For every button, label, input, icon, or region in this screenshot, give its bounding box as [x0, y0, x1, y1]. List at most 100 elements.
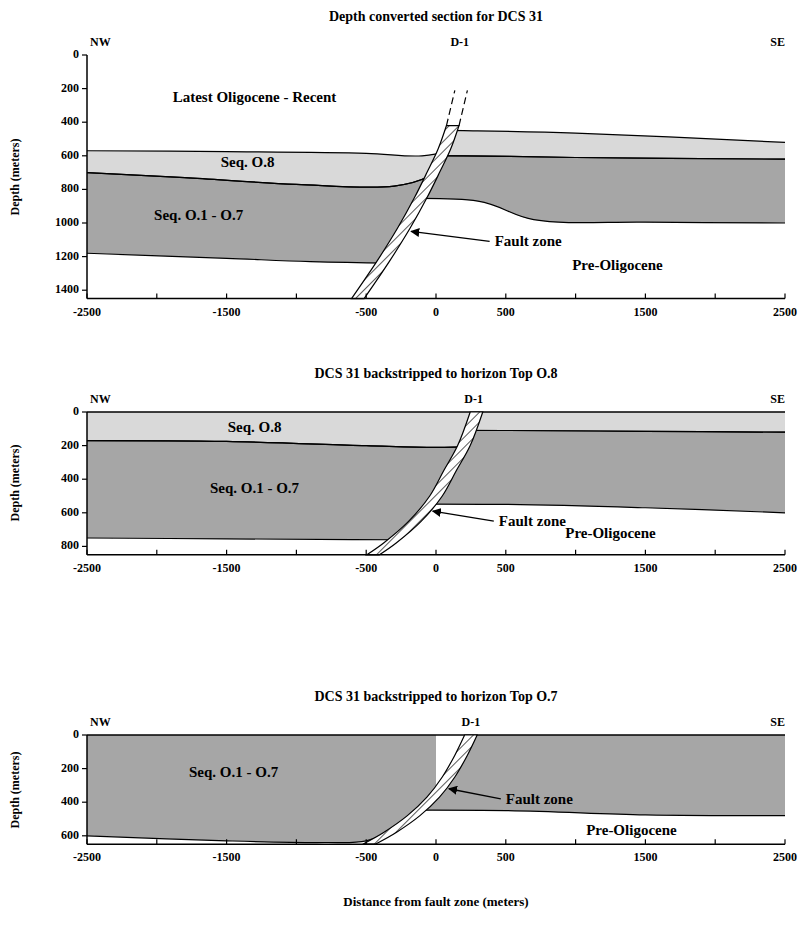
- sequence-fill: [87, 149, 464, 263]
- unit-label: Seq. O.1 - O.7: [189, 764, 278, 781]
- section-panel: [82, 735, 785, 844]
- callout-label: Fault zone: [499, 513, 566, 530]
- direction-label: SE: [770, 716, 785, 729]
- fault-zone: [363, 735, 477, 844]
- fault-zone: [367, 412, 483, 555]
- surface-line: [87, 411, 785, 413]
- direction-label: NW: [90, 393, 111, 406]
- well-label: D-1: [464, 393, 483, 406]
- tick-label: 2500: [773, 306, 797, 319]
- panel-title: DCS 31 backstripped to horizon Top O.8: [314, 366, 557, 381]
- axis-tick: [82, 835, 87, 836]
- axis-tick: [226, 839, 227, 844]
- horizon-line: [87, 149, 457, 187]
- tick-label: -2500: [73, 562, 101, 575]
- axis-tick: [366, 550, 367, 555]
- axis-tick: [435, 550, 436, 555]
- axis-tick: [505, 294, 506, 299]
- axis-tick: [366, 839, 367, 844]
- axis-title: Depth (meters): [9, 751, 22, 828]
- axis-tick: [86, 550, 87, 555]
- tick-label: 200: [61, 439, 79, 452]
- horizon-line: [324, 430, 785, 432]
- axis-tick: [505, 550, 506, 555]
- tick-label: 1000: [55, 216, 79, 229]
- axis-tick: [82, 802, 87, 803]
- sequence-fill: [324, 412, 785, 432]
- depth-axis: [86, 412, 88, 555]
- fault-extension: [459, 90, 467, 125]
- unit-label: Seq. O.1 - O.7: [154, 206, 243, 223]
- axis-tick: [82, 155, 87, 156]
- tick-label: -1500: [213, 306, 241, 319]
- axis-tick: [645, 294, 646, 299]
- tick-label: -2500: [73, 306, 101, 319]
- horizon-line: [324, 129, 785, 142]
- sequence-fill: [324, 156, 785, 223]
- axis-title: Depth (meters): [9, 445, 22, 522]
- axis-tick: [366, 294, 367, 299]
- axis-tick: [226, 294, 227, 299]
- tick-label: 400: [61, 796, 79, 809]
- axis-tick: [715, 294, 716, 299]
- axis-tick: [784, 550, 785, 555]
- direction-label: NW: [90, 716, 111, 729]
- axis-tick: [645, 550, 646, 555]
- unit-label: Seq. O.1 - O.7: [210, 479, 299, 496]
- tick-label: 400: [61, 116, 79, 129]
- axis-title: Depth (meters): [9, 138, 22, 215]
- horizon-line: [324, 810, 785, 815]
- sequence-fill: [324, 430, 785, 512]
- unit-label: Pre-Oligocene: [572, 257, 663, 274]
- fault-block: [87, 735, 436, 843]
- tick-label: 200: [61, 82, 79, 95]
- tick-label: 600: [61, 829, 79, 842]
- unit-label: Pre-Oligocene: [586, 822, 677, 839]
- axis-tick: [82, 734, 87, 735]
- unit-label: Seq. O.8: [221, 154, 275, 171]
- horizon-line: [324, 156, 785, 160]
- horizon-line: [324, 504, 785, 513]
- fault-extension: [446, 90, 454, 125]
- axis-tick: [82, 122, 87, 123]
- axis-tick: [575, 294, 576, 299]
- well-label: D-1: [450, 36, 469, 49]
- fault-block: [324, 412, 785, 513]
- tick-label: 1500: [633, 306, 657, 319]
- tick-label: 500: [497, 306, 515, 319]
- callout-label: Fault zone: [495, 233, 562, 250]
- tick-label: 0: [73, 405, 79, 418]
- axis-tick: [82, 411, 87, 412]
- tick-label: 1500: [633, 852, 657, 865]
- leader-arrow: [433, 511, 494, 521]
- axis-tick: [86, 839, 87, 844]
- depth-axis: [86, 55, 88, 299]
- panel-title: DCS 31 backstripped to horizon Top O.7: [314, 689, 557, 704]
- horizon-line: [87, 538, 464, 540]
- axis-tick: [82, 189, 87, 190]
- axis-tick: [505, 839, 506, 844]
- section-panel: [82, 412, 785, 555]
- horizon-line: [87, 441, 506, 448]
- sequence-fill: [87, 735, 436, 843]
- horizon-line: [87, 149, 457, 187]
- axis-tick: [82, 445, 87, 446]
- horizon-line: [324, 156, 785, 160]
- tick-label: 600: [61, 506, 79, 519]
- tick-label: 0: [433, 852, 439, 865]
- tick-label: 0: [73, 728, 79, 741]
- axis-tick: [435, 294, 436, 299]
- tick-label: 2500: [773, 852, 797, 865]
- depth-axis: [86, 735, 88, 844]
- fault-block: [87, 149, 464, 263]
- axis-tick: [784, 839, 785, 844]
- tick-label: 400: [61, 473, 79, 486]
- axis-tick: [82, 222, 87, 223]
- axis-tick: [435, 839, 436, 844]
- well-label: D-1: [462, 716, 481, 729]
- tick-label: 2500: [773, 562, 797, 575]
- tick-label: -1500: [213, 852, 241, 865]
- axis-tick: [575, 550, 576, 555]
- axis-tick: [82, 54, 87, 55]
- axis-tick: [296, 550, 297, 555]
